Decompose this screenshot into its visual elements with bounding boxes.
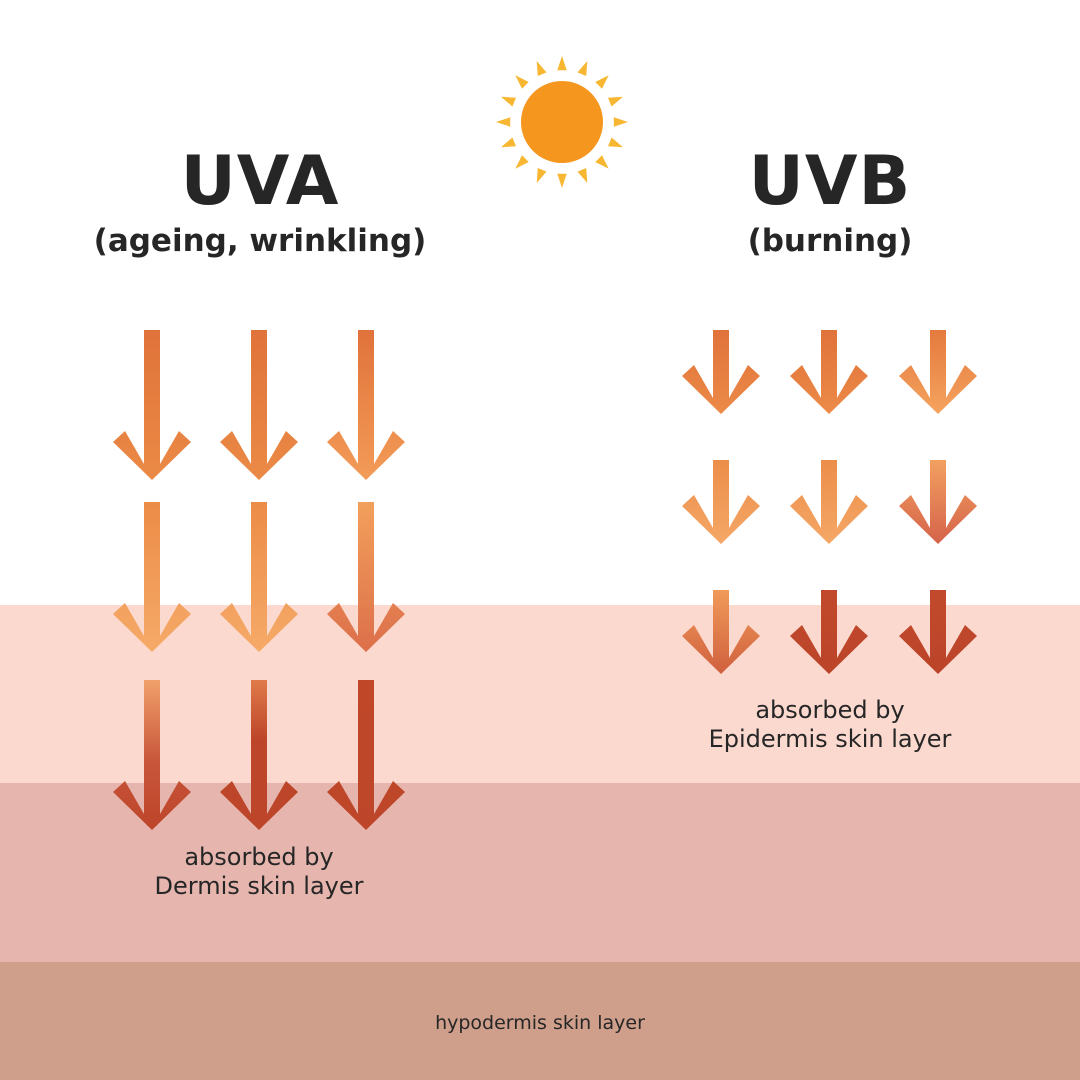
uvb-subtitle: (burning) [747,223,913,259]
hypodermis-label: hypodermis skin layer [435,1012,645,1034]
sun-ray [595,75,609,89]
uvb-arrow [899,460,977,544]
sun-ray [501,96,516,107]
epidermis-layer [0,605,1080,783]
uva-arrow [220,330,298,480]
uva-caption-line2: Dermis skin layer [154,872,364,900]
uva-arrow [327,502,405,652]
uva-arrow [113,680,191,830]
sun-ray [613,117,628,127]
sun-ray [501,137,516,148]
uva-arrow [220,680,298,830]
uva-arrow [220,502,298,652]
sun-ray [557,173,567,188]
sun-disc [521,81,603,163]
hypodermis-layer [0,962,1080,1080]
uvb-arrow [682,460,760,544]
uvb-caption: absorbed by Epidermis skin layer [620,696,1040,754]
uvb-arrow [899,590,977,674]
uvb-arrow [899,330,977,414]
uvb-title: UVB [748,142,912,221]
sun-icon [496,56,628,188]
uvb-arrow [682,590,760,674]
dermis-layer [0,783,1080,962]
uvb-arrow [790,590,868,674]
sun-ray [515,155,529,169]
uva-title: UVA [180,142,340,221]
sun-ray [557,56,567,71]
uvb-caption-line2: Epidermis skin layer [708,725,952,753]
sun-ray [608,96,623,107]
uvb-arrow [790,460,868,544]
uvb-arrow [790,330,868,414]
sun-ray [577,168,588,183]
uva-arrow [327,680,405,830]
sun-ray [536,168,547,183]
uva-arrow [113,502,191,652]
uvb-caption-line1: absorbed by [755,696,905,724]
sun-ray [496,117,511,127]
sun-ray [608,137,623,148]
uva-caption-line1: absorbed by [184,843,334,871]
sun-ray [595,155,609,169]
uva-arrow [327,330,405,480]
sun-ray [536,61,547,76]
uvb-arrow [682,330,760,414]
sun-ray [577,61,588,76]
uva-subtitle: (ageing, wrinkling) [93,223,427,259]
uva-caption: absorbed by Dermis skin layer [49,843,469,901]
uva-arrows [113,330,405,830]
uva-arrow [113,330,191,480]
uvb-arrows [682,330,977,674]
sun-ray [515,75,529,89]
